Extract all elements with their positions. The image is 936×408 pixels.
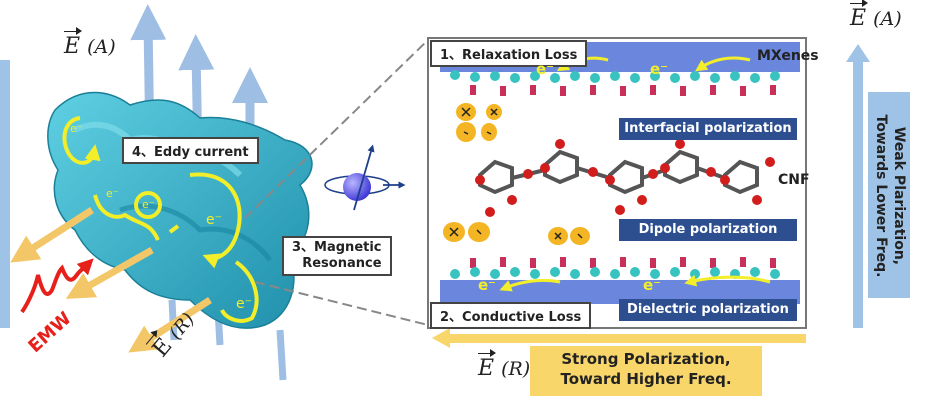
strong-polarization-line1: Strong Polarization, bbox=[561, 350, 731, 368]
mxenes-label: MXenes bbox=[757, 48, 819, 64]
dipole-polarization-label: Dipole polarization bbox=[619, 219, 797, 241]
horizontal-axis-arrow bbox=[432, 328, 806, 396]
weak-polarization-line1: Weak Plarization, bbox=[891, 126, 907, 266]
e-field-suffix: (A) bbox=[87, 36, 116, 58]
e-field-a-label-right: E (A) bbox=[850, 0, 902, 31]
eddy-current-loops bbox=[62, 116, 259, 323]
weak-polarization-line2: Towards Lower Freq. bbox=[873, 114, 889, 278]
dielectric-polarization-label: Dielectric polarization bbox=[619, 299, 797, 321]
magnetic-resonance-label: 3、Magnetic Resonance bbox=[282, 236, 392, 276]
dipole-charges bbox=[449, 107, 583, 240]
cnf-oxygen-atoms bbox=[475, 139, 775, 217]
weak-polarization-text: Weak Plarization, Towards Lower Freq. bbox=[870, 96, 908, 296]
electron-label: e⁻ bbox=[106, 187, 119, 200]
e-field-a-label-left: E (A) bbox=[64, 27, 116, 59]
electron-label: e⁻ bbox=[206, 212, 223, 228]
electron-label: e⁻ bbox=[70, 122, 83, 135]
conductive-loss-label: 2、Conductive Loss bbox=[430, 302, 592, 329]
magnetic-spin bbox=[324, 144, 406, 211]
eddy-current-label: 4、Eddy current bbox=[122, 137, 259, 164]
electron-label: e⁻ bbox=[478, 276, 497, 294]
electron-label: e⁻ bbox=[643, 276, 662, 294]
electron-label: e⁻ bbox=[236, 296, 253, 312]
strong-polarization-text: Strong Polarization, Toward Higher Freq. bbox=[530, 349, 762, 389]
e-vector-symbol: E bbox=[478, 349, 497, 381]
relaxation-loss-label: 1、Relaxation Loss bbox=[430, 40, 588, 67]
e-field-r-label-bottom: E (R) bbox=[478, 349, 531, 381]
strong-polarization-line2: Toward Higher Freq. bbox=[560, 370, 732, 388]
electron-label: e⁻ bbox=[650, 60, 669, 78]
magnetic-resonance-line1: 3、Magnetic bbox=[292, 240, 382, 255]
zoom-lines bbox=[244, 39, 429, 326]
interfacial-polarization-label: Interfacial polarization bbox=[619, 118, 797, 140]
e-field-suffix: (R) bbox=[501, 358, 531, 380]
vertical-axis-arrow bbox=[0, 44, 910, 328]
cnf-label: CNF bbox=[778, 172, 810, 188]
electron-label: e⁻ bbox=[142, 198, 155, 211]
emw-wave bbox=[20, 258, 94, 314]
electron-label: e⁻ bbox=[536, 60, 555, 78]
e-vector-symbol: E bbox=[64, 27, 83, 59]
magnetic-resonance-line2: Resonance bbox=[302, 256, 382, 271]
e-field-suffix: (A) bbox=[873, 8, 902, 30]
e-vector-symbol: E bbox=[850, 0, 869, 31]
